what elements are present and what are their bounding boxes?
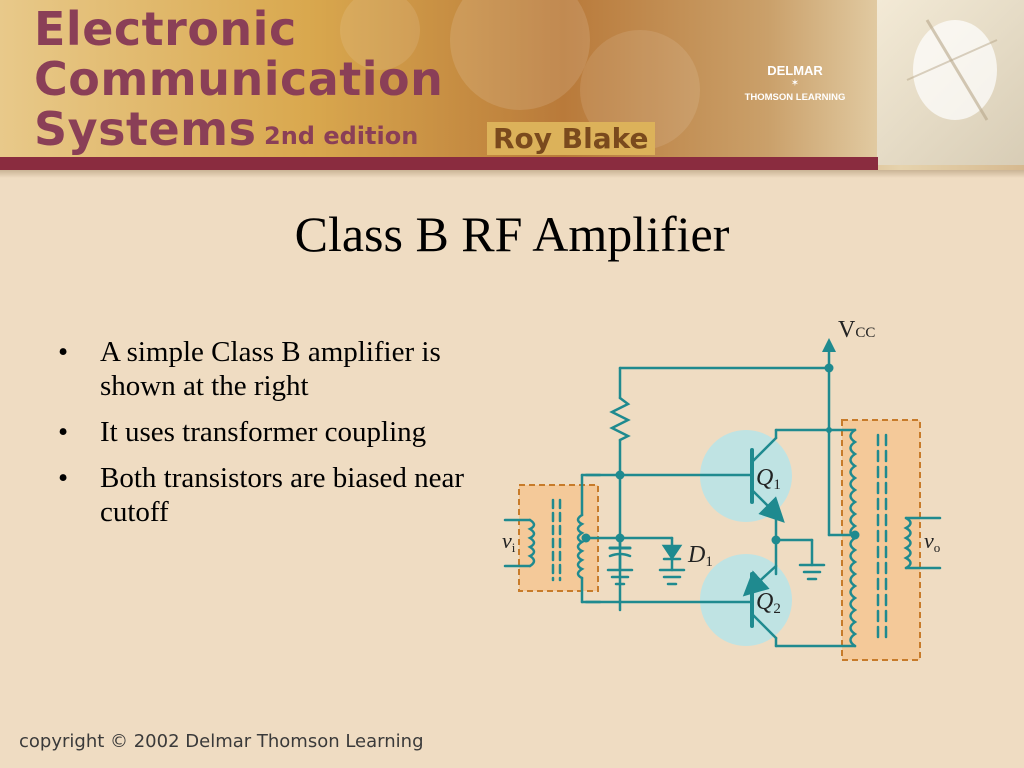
d1-subscript: 1 [705, 554, 713, 570]
q2-emitter [742, 564, 778, 597]
q2-label: Q [756, 589, 773, 615]
capacitor-plate [608, 552, 632, 558]
bullet-item: It uses transformer coupling [58, 415, 498, 449]
header-banner: Electronic Communication Systems 2nd edi… [0, 0, 1024, 170]
output-secondary-coil [903, 516, 912, 570]
svg-text:Q1: Q1 [756, 465, 781, 493]
svg-text:D1: D1 [687, 542, 713, 570]
q2-subscript: 2 [773, 601, 781, 617]
vi-subscript: i [512, 540, 516, 555]
bullet-item: A simple Class B amplifier is shown at t… [58, 335, 498, 403]
publisher-subname: THOMSON LEARNING [744, 92, 846, 103]
edition-label: 2nd edition [264, 122, 419, 150]
d1-label: D [687, 542, 705, 568]
q1-collector [750, 436, 778, 464]
vcc-arrow-icon [822, 338, 836, 352]
junction-dot [826, 427, 832, 433]
junction-dot [615, 533, 625, 543]
bullet-item: Both transistors are biased near cutoff [58, 461, 498, 529]
book-title-line1: Electronic [34, 2, 297, 56]
book-title-line2: Communication [34, 52, 444, 106]
slide-title: Class B RF Amplifier [294, 206, 730, 262]
copyright-footer: copyright © 2002 Delmar Thomson Learning [19, 731, 424, 752]
q1-emitter [750, 488, 785, 523]
book-title-line3: Systems [34, 102, 257, 156]
publisher-name: DELMAR [767, 63, 823, 78]
banner-decoration [340, 0, 700, 150]
header-shadow [0, 170, 1024, 178]
lightbulb-icon [906, 19, 998, 121]
vcc-label: V [838, 317, 856, 343]
q2-collector [750, 612, 778, 640]
author-name: Roy Blake [487, 122, 655, 155]
vo-label: v [924, 528, 934, 553]
bullet-list: A simple Class B amplifier is shown at t… [58, 335, 498, 541]
junction-dot [615, 470, 625, 480]
svg-text:vi: vi [502, 528, 516, 555]
diode-d1 [661, 544, 683, 561]
vcc-subscript: CC [855, 325, 875, 341]
junction-dot [771, 535, 781, 545]
svg-text:VCC: VCC [838, 317, 875, 343]
corner-image [877, 0, 1024, 165]
input-primary-coil [527, 518, 536, 568]
svg-text:vo: vo [924, 528, 940, 555]
q1-subscript: 1 [773, 477, 781, 493]
svg-text:Q2: Q2 [756, 589, 781, 617]
star-icon: ✶ [790, 78, 800, 89]
junction-dot [824, 363, 834, 373]
vi-label: v [502, 528, 512, 553]
q1-label: Q [756, 465, 773, 491]
bias-resistor [609, 396, 631, 442]
input-secondary-coil [576, 513, 585, 580]
vo-subscript: o [934, 540, 941, 555]
junction-dot [850, 530, 860, 540]
header-underline-bar [0, 157, 878, 170]
junction-dot [581, 533, 591, 543]
transistor-q2-body [700, 554, 792, 646]
